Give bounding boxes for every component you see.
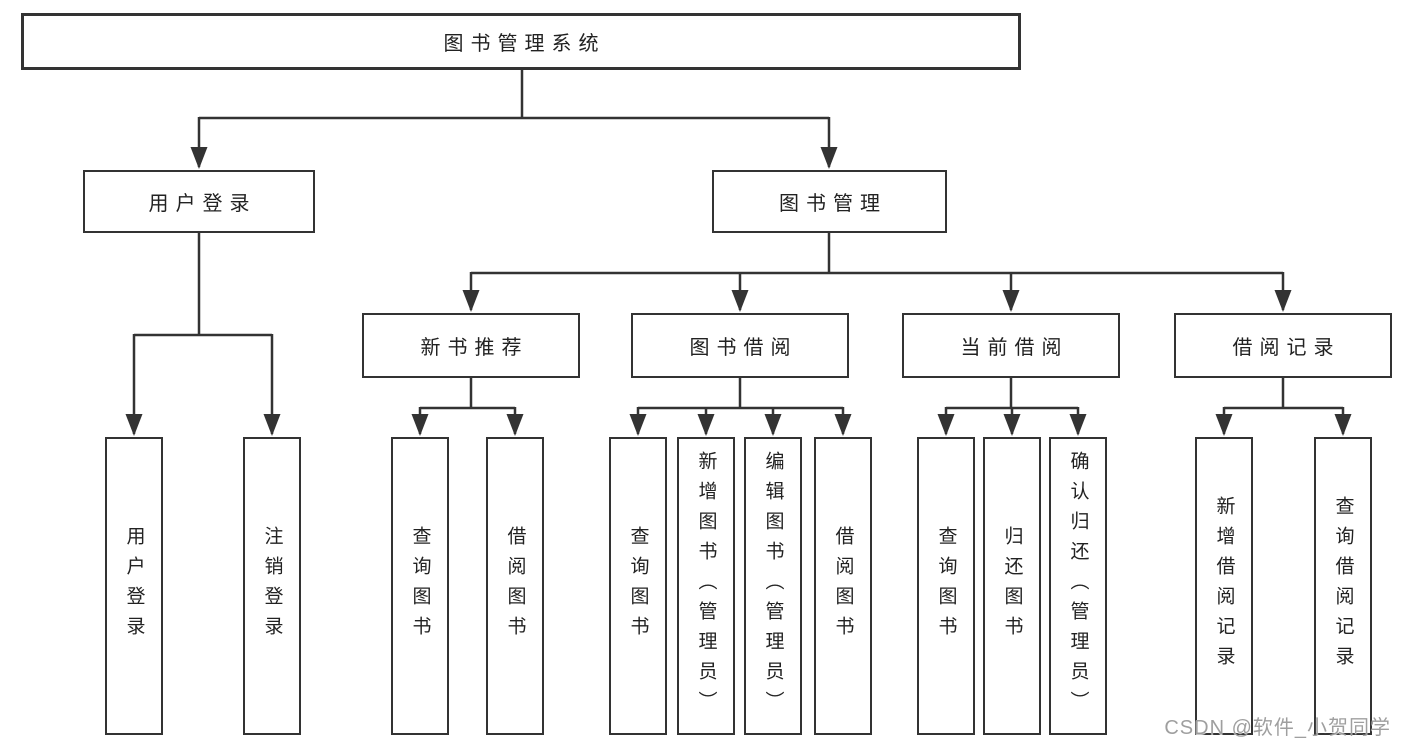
node-label: 图书借阅 <box>689 337 798 359</box>
node-label: 注销登录 <box>261 526 283 646</box>
node-label: 图书管理 <box>779 193 887 215</box>
node-label: 当前借阅 <box>960 337 1069 359</box>
node-label: 确认归还（管理员） <box>1067 451 1089 721</box>
node-label: 新增图书（管理员） <box>695 451 717 721</box>
leaf-logout: 注销登录 <box>243 437 301 735</box>
node-label: 查询图书 <box>409 526 431 646</box>
node-label: 归还图书 <box>1001 526 1023 646</box>
leaf-edit-book-admin: 编辑图书（管理员） <box>744 437 802 735</box>
node-book-borrowing: 图书借阅 <box>631 313 849 378</box>
node-borrowing-records: 借阅记录 <box>1174 313 1392 378</box>
node-label: 查询图书 <box>627 526 649 646</box>
leaf-query-book-borrow: 查询图书 <box>609 437 667 735</box>
node-label: 用户登录 <box>148 193 257 215</box>
leaf-add-book-admin: 新增图书（管理员） <box>677 437 735 735</box>
node-label: 新书推荐 <box>420 337 529 359</box>
leaf-confirm-return-admin: 确认归还（管理员） <box>1049 437 1107 735</box>
node-book-management: 图书管理 <box>712 170 947 233</box>
node-user-login: 用户登录 <box>83 170 315 233</box>
node-label: 新增借阅记录 <box>1213 496 1235 676</box>
csdn-watermark: CSDN @软件_小贺同学 <box>1164 717 1391 739</box>
node-library-management-system: 图书管理系统 <box>21 13 1021 70</box>
leaf-user-login: 用户登录 <box>105 437 163 735</box>
leaf-query-book-recommend: 查询图书 <box>391 437 449 735</box>
node-label: 用户登录 <box>123 526 145 646</box>
node-label: 图书管理系统 <box>443 33 606 55</box>
node-label: 查询图书 <box>935 526 957 646</box>
node-label: 编辑图书（管理员） <box>762 451 784 721</box>
leaf-borrow-book-recommend: 借阅图书 <box>486 437 544 735</box>
leaf-query-book-current: 查询图书 <box>917 437 975 735</box>
node-label: 查询借阅记录 <box>1332 496 1354 676</box>
leaf-borrow-book: 借阅图书 <box>814 437 872 735</box>
leaf-query-borrow-record: 查询借阅记录 <box>1314 437 1372 735</box>
node-label: 借阅图书 <box>832 526 854 646</box>
node-new-book-recommendation: 新书推荐 <box>362 313 580 378</box>
node-label: 借阅图书 <box>504 526 526 646</box>
leaf-add-borrow-record: 新增借阅记录 <box>1195 437 1253 735</box>
node-current-borrowing: 当前借阅 <box>902 313 1120 378</box>
node-label: 借阅记录 <box>1232 337 1341 359</box>
leaf-return-book: 归还图书 <box>983 437 1041 735</box>
